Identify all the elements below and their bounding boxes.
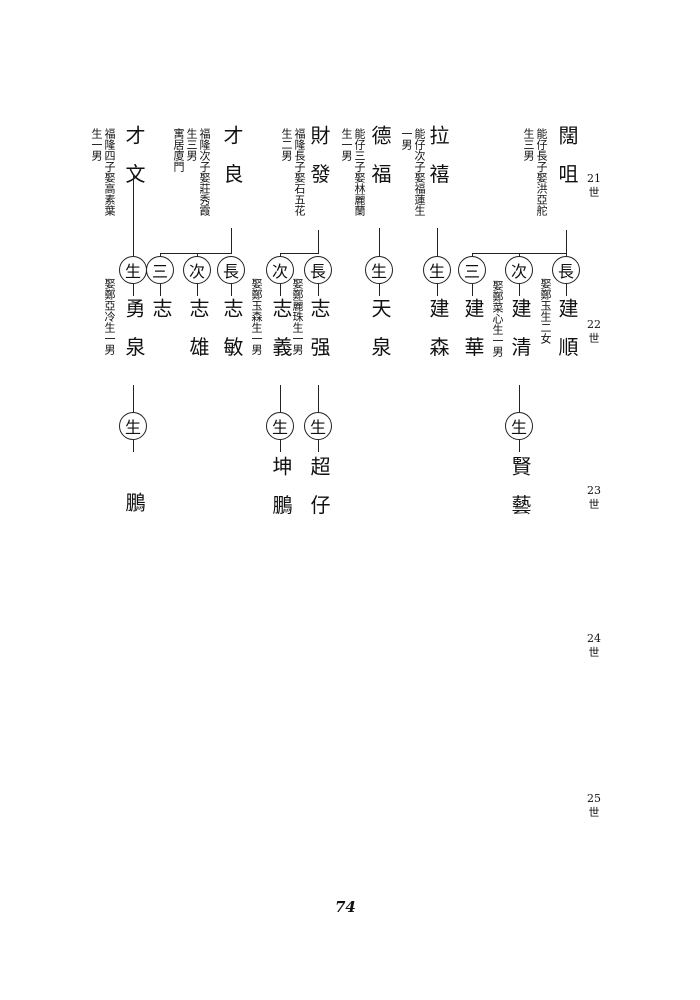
person-note: 福隆四子娶高素葉 生一男: [90, 128, 116, 216]
person-name: 鵬: [122, 492, 146, 518]
child-marker: 次: [183, 256, 211, 284]
child-marker: 生: [365, 256, 393, 284]
child-marker: 次: [505, 256, 533, 284]
person-name: 建 順: [555, 298, 579, 363]
person-name: 建 清: [508, 298, 532, 363]
connector-line: [519, 385, 520, 412]
child-marker: 三: [458, 256, 486, 284]
connector-line: [160, 284, 161, 296]
person-note: 娶鄭玉森生一男: [250, 278, 263, 355]
connector-line: [318, 440, 319, 452]
connector-line: [160, 253, 161, 257]
person-name: 建 華: [461, 298, 485, 363]
person-name: 志 義: [269, 298, 293, 363]
connector-line: [280, 385, 281, 412]
person-name: 志: [149, 298, 173, 324]
person-name: 闊 咀: [555, 125, 579, 190]
person-name: 超 仔: [307, 456, 331, 521]
person-note: 娶鄭麗珠生一男: [291, 278, 304, 355]
person-name: 坤 鵬: [269, 456, 293, 521]
connector-line: [280, 253, 281, 257]
connector-line: [437, 228, 438, 256]
connector-line: [231, 228, 232, 253]
person-note: 娶鄭亞冷生一男: [103, 278, 116, 355]
connector-line: [197, 284, 198, 296]
person-note: 福隆次子娶莊秀霞 生三男 寓居廈門: [172, 128, 211, 216]
connector-line: [280, 440, 281, 452]
person-name: 志 强: [307, 298, 331, 363]
child-marker: 生: [304, 412, 332, 440]
connector-line: [566, 230, 567, 253]
child-marker: 生: [119, 256, 147, 284]
connector-line: [379, 284, 380, 296]
connector-line: [519, 284, 520, 296]
child-marker: 生: [119, 412, 147, 440]
connector-line: [280, 284, 281, 296]
person-note: 福隆長子娶石五花 生二男: [280, 128, 306, 216]
child-marker: 生: [505, 412, 533, 440]
person-name: 拉 禧: [426, 125, 450, 190]
person-name: 志 敏: [220, 298, 244, 363]
connector-line: [133, 385, 134, 412]
connector-line: [566, 253, 567, 257]
person-name: 才 良: [220, 125, 244, 190]
child-marker: 長: [304, 256, 332, 284]
person-name: 建 森: [426, 298, 450, 363]
connector-line: [318, 284, 319, 296]
connector-line: [519, 253, 520, 257]
child-marker: 生: [266, 412, 294, 440]
connector-line: [318, 385, 319, 412]
child-marker: 三: [146, 256, 174, 284]
person-note: 娶鄭玉生二女: [539, 278, 552, 344]
connector-line: [437, 284, 438, 296]
connector-line: [472, 253, 473, 257]
child-marker: 次: [266, 256, 294, 284]
person-name: 勇 泉: [122, 298, 146, 363]
connector-line: [280, 253, 319, 254]
child-marker: 生: [423, 256, 451, 284]
person-name: 賢 藝: [508, 456, 532, 521]
person-name: 財 發: [307, 125, 331, 190]
connector-line: [160, 253, 232, 254]
connector-line: [133, 284, 134, 296]
person-name: 德 福: [368, 125, 392, 190]
connector-line: [197, 253, 198, 257]
connector-line: [133, 440, 134, 452]
child-marker: 長: [217, 256, 245, 284]
person-name: 志 雄: [186, 298, 210, 363]
page-number: 74: [335, 898, 356, 916]
connector-line: [519, 440, 520, 452]
connector-line: [133, 176, 134, 256]
connector-line: [566, 284, 567, 296]
connector-line: [472, 284, 473, 296]
connector-line: [231, 284, 232, 296]
person-name: 天 泉: [368, 298, 392, 363]
child-marker: 長: [552, 256, 580, 284]
person-note: 能仔三子娶林麗蘭 生一男: [340, 128, 366, 216]
person-note: 能仔次子娶福蓮生 一男: [400, 128, 426, 216]
person-note: 娶鄭菜心生一男: [491, 280, 504, 357]
connector-line: [379, 228, 380, 256]
person-note: 能仔長子娶洪亞舵 生三男: [522, 128, 548, 216]
connector-line: [318, 230, 319, 253]
person-name: 才 文: [122, 125, 146, 190]
